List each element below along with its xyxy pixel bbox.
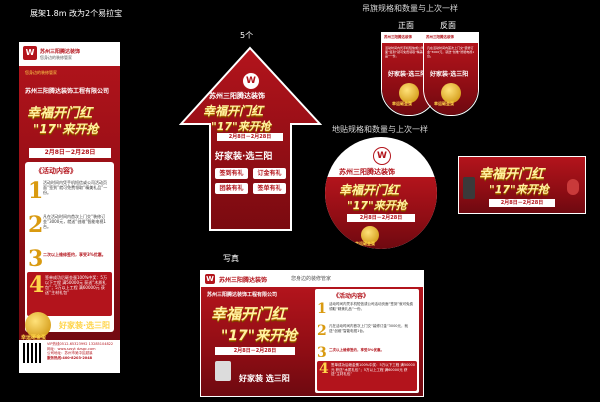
- flag-back-tagline: 好家装·选三阳: [430, 71, 469, 78]
- banner-date: 2月8日－2月28日: [29, 148, 111, 158]
- logo-icon: W: [205, 274, 215, 284]
- list-item: 3 二次以上维修签约，享受3%优惠。: [28, 246, 106, 272]
- back-label: 反面: [440, 21, 456, 30]
- list-item: 1 活动时间内凭手机短信或公司活动页面“签到”就可免费领取“精美礼品”一份。: [317, 301, 414, 317]
- golden-egg-icon: [399, 83, 419, 103]
- banner-company-short: 苏州三阳腾达装饰: [40, 49, 81, 55]
- appliance-icon: [215, 361, 231, 381]
- arrow-headline-2: "17"来开抢: [211, 120, 271, 133]
- arrow-company: 苏州三阳腾达装饰: [209, 92, 265, 100]
- banner-tagline: 好家装·选三阳: [59, 321, 111, 330]
- list-item: 2 凡在活动时间内首次上门交“装修订金”3000元，就送“创维”智能电视1台。: [28, 212, 106, 238]
- arrow-button-group: 团装有礼: [215, 183, 248, 194]
- banner-slogan: 您身边的装修管家: [40, 55, 72, 60]
- arrow-button-sign: 签单有礼: [253, 183, 286, 194]
- arrow-sign: W 苏州三阳腾达装饰 幸福开门红 "17"来开抢 2月8日－2月28日 好家装·…: [179, 46, 322, 232]
- count-label: 5个: [240, 31, 254, 40]
- banner-headline-2: "17"来开抢: [33, 122, 99, 136]
- photo-activity-title: 《活动内容》: [333, 293, 370, 300]
- flag-front-company: 苏州三阳腾达装饰: [384, 35, 412, 39]
- flag-back: 苏州三阳腾达装饰 凡在活动时间内首次上门交“装修订金”3000元，就送“创维”智…: [423, 32, 479, 116]
- golden-egg-icon: [441, 83, 461, 103]
- golden-egg-icon: [361, 226, 379, 244]
- logo-icon: W: [242, 72, 260, 90]
- banner-activity-panel: 《活动内容》 1 活动时间内凭手机短信或公司活动页面“签到”就可免费领取“精美礼…: [25, 162, 114, 332]
- floor-headline-2: "17"来开抢: [347, 199, 407, 212]
- floor-sticker: W 苏州三阳腾达装饰 幸福开门红 "17"来开抢 2月8日－2月28日 幸运砸金…: [325, 137, 437, 249]
- small-date: 2月8日－2月28日: [489, 199, 555, 207]
- arrow-headline-1: 幸福开门红: [203, 104, 264, 118]
- flag-back-text: 凡在活动时间内首次上门交“装修订金”3000元，就送“创维”智能电视1台。: [427, 46, 475, 58]
- banner-footer: VIP热线0512-65323992 13285104822 网址：www.sz…: [19, 340, 120, 373]
- flag-front-tagline: 好家装·选三阳: [388, 71, 427, 78]
- floor-headline-1: 幸福开门红: [339, 183, 400, 197]
- flag-note-label: 吊旗规格和数量与上次一样: [362, 4, 458, 13]
- arrow-tagline: 好家装·选三阳: [215, 152, 273, 162]
- logo-icon: W: [23, 46, 37, 60]
- flag-front-text: 活动时间内凭手机短信或公司活动页面“签到”就可免费领取“精美礼品”一份。: [385, 46, 434, 58]
- banner-lottery: 幸运砸金蛋: [21, 335, 47, 341]
- small-headline-1: 幸福开门红: [479, 167, 545, 182]
- rollup-banner: W 苏州三阳腾达装饰 您身边的装修管家 您身边的装修管家 苏州三阳腾达装饰工程有…: [19, 42, 120, 360]
- photo-date: 2月8日－2月28日: [215, 347, 295, 355]
- photo-tagline: 好家装 选三阳: [239, 374, 290, 383]
- qr-code-icon: [23, 343, 43, 363]
- banner-header: W 苏州三阳腾达装饰 您身边的装修管家: [19, 42, 120, 66]
- appliance-icon: [463, 177, 475, 199]
- banner-company: 苏州三阳腾达装饰工程有限公司: [25, 88, 110, 95]
- small-banner: 幸福开门红 "17"来开抢 2月8日－2月28日: [458, 156, 586, 214]
- list-item: 1 活动时间内凭手机短信或公司活动页面“签到”就可免费领取“精美礼品”一份。: [28, 178, 108, 204]
- photo-slogan: 您身边的装修管家: [291, 276, 332, 282]
- arrow-button-checkin: 签到有礼: [215, 168, 248, 179]
- small-headline-2: "17"来开抢: [489, 183, 549, 196]
- front-label: 正面: [398, 21, 414, 30]
- photo-activity-panel: 《活动内容》 1 活动时间内凭手机短信或公司活动页面“签到”就可免费领取“精美礼…: [315, 289, 419, 393]
- golden-egg-icon: [25, 312, 51, 338]
- banner-contact: VIP热线0512-65323992 13285104822 网址：www.sz…: [47, 342, 114, 360]
- flag-front-lottery: 幸运砸金蛋: [392, 101, 412, 106]
- floor-date: 2月8日－2月28日: [347, 214, 415, 222]
- floor-lottery: 幸运砸金蛋: [355, 241, 375, 246]
- photo-headline-2: "17"来开抢: [221, 328, 298, 344]
- list-item: 4 签单成功后砸金蛋100%中奖：5万以下工程 满50000元 获送“木质礼包”…: [317, 361, 417, 391]
- list-item: 4 签单成功后砸金蛋100%中奖：5万以下工程 满50000元 获送“木质礼包”…: [27, 272, 112, 316]
- banner-headline-1: 幸福开门红: [27, 106, 93, 121]
- list-item: 2 凡在活动时间内首次上门交“装修订金”3000元，就送“创维”智能电视1台。: [317, 323, 409, 339]
- banner-size-label: 展架1.8m 改为2个易拉宝: [30, 9, 123, 18]
- photo-banner: W 苏州三阳腾达装饰 您身边的装修管家 苏州三阳腾达装饰工程有限公司 幸福开门红…: [200, 270, 424, 397]
- photo-company: 苏州三阳腾达装饰工程有限公司: [207, 292, 278, 298]
- decoration-icon: [567, 179, 579, 195]
- flag-back-company: 苏州三阳腾达装饰: [426, 35, 454, 39]
- list-item: 3 二次以上维修签约，享受3%优惠。: [317, 345, 384, 361]
- banner-top-note: 您身边的装修管家: [25, 70, 57, 75]
- photo-label: 写真: [223, 254, 239, 263]
- photo-headline-1: 幸福开门红: [211, 305, 287, 323]
- arrow-button-deposit: 订金有礼: [253, 168, 286, 179]
- floor-company: 苏州三阳腾达装饰: [339, 168, 395, 176]
- arrow-date: 2月8日－2月28日: [217, 133, 283, 141]
- flag-back-lottery: 幸运砸金蛋: [434, 101, 454, 106]
- floor-note-label: 地贴规格和数量与上次一样: [332, 125, 428, 134]
- banner-activity-title: 《活动内容》: [35, 167, 77, 175]
- photo-company-short: 苏州三阳腾达装饰: [219, 277, 268, 284]
- logo-icon: W: [373, 147, 391, 165]
